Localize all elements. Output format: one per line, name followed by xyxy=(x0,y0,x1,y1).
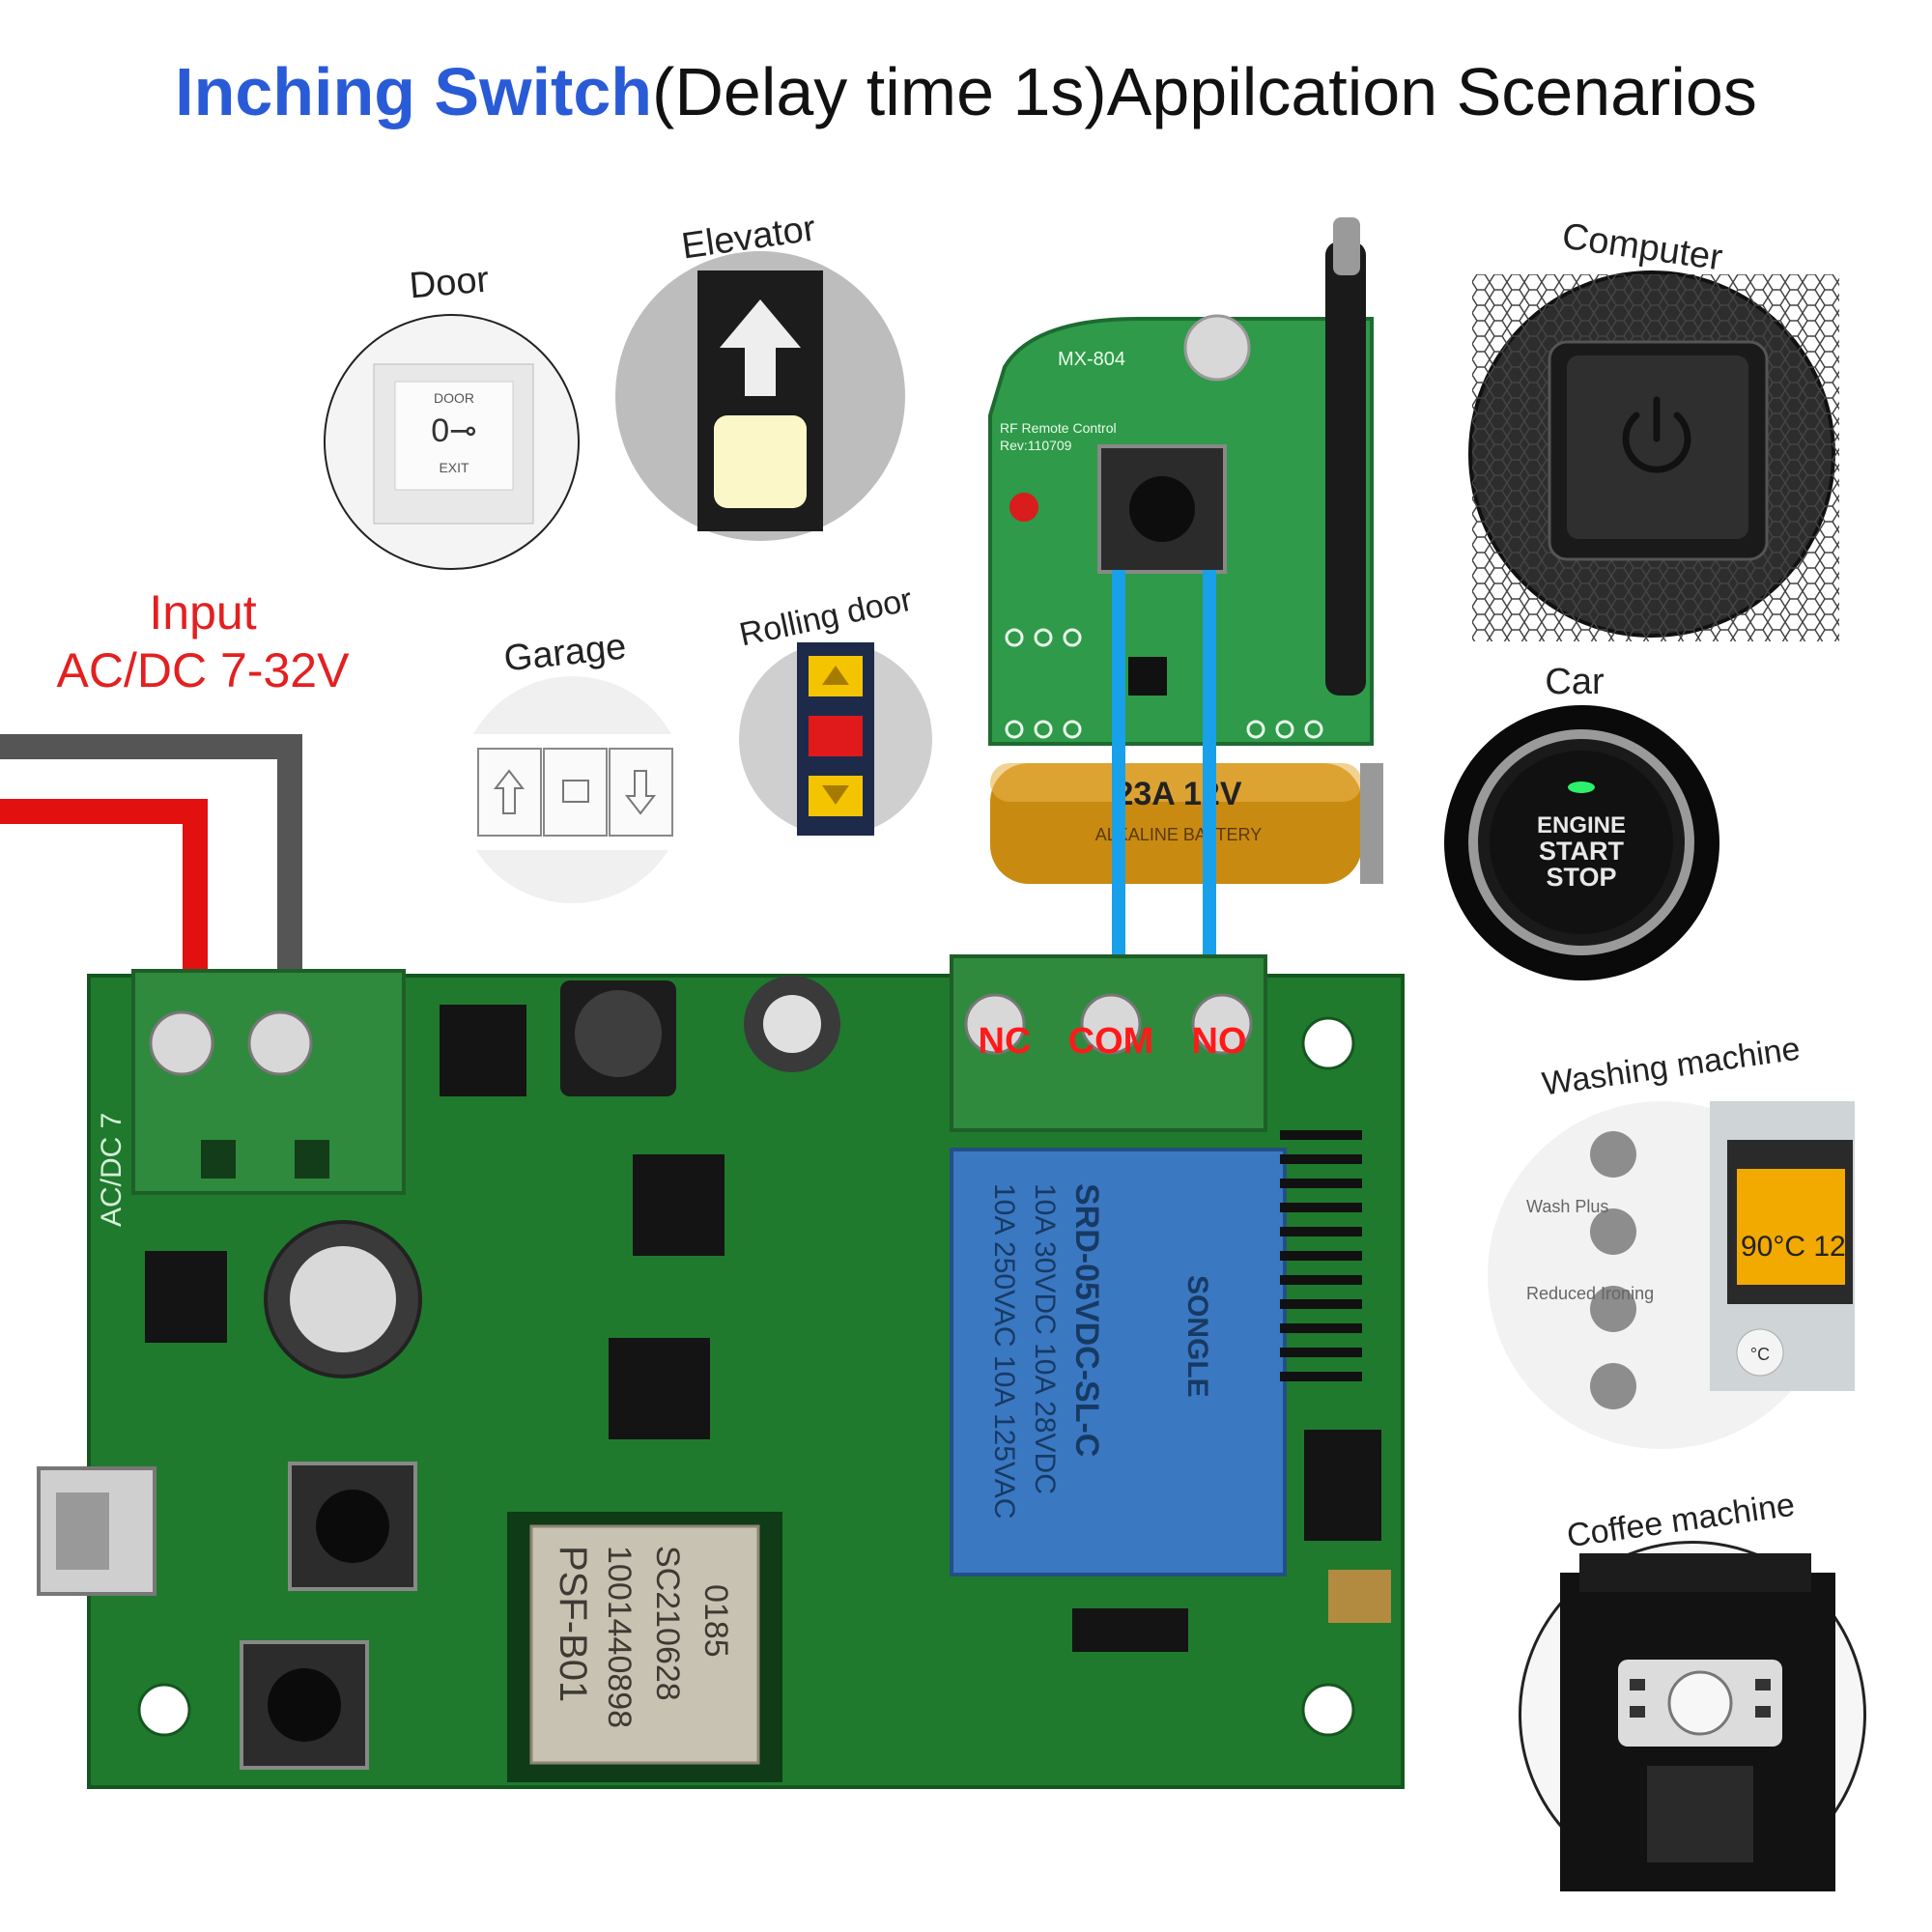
computer-power-button-image xyxy=(1472,274,1839,641)
terminal-nc: NC xyxy=(979,1021,1032,1062)
input-label-line2: AC/DC 7-32V xyxy=(56,643,350,697)
roll-up-icon xyxy=(822,666,849,685)
arrow-up-icon xyxy=(720,299,801,396)
remote-rev: Rev:110709 xyxy=(1000,438,1072,453)
washing-machine-scenario: Wash Plus Reduced Ironing 90°C 12 °C xyxy=(1488,1101,1855,1449)
battery-clip xyxy=(1360,763,1383,884)
relay-board: AC/DC 7 NC COM NO 10A 250VAC 10A 125VAC … xyxy=(37,954,1405,1789)
coffee-machine-scenario xyxy=(1519,1541,1866,1891)
remote-subtitle: RF Remote Control xyxy=(1000,420,1117,436)
ic-3 xyxy=(145,1251,227,1343)
door-sign-bottom: EXIT xyxy=(439,460,469,475)
red-led xyxy=(1009,493,1038,522)
rolling-door-scenario xyxy=(739,642,932,836)
temperature-knob-label: °C xyxy=(1750,1345,1770,1364)
reduced-ironing-option: Reduced Ironing xyxy=(1526,1284,1654,1303)
mount-hole-bottom-right xyxy=(1301,1683,1355,1737)
elevator-buttons-image xyxy=(697,270,823,531)
title-rest: (Delay time 1s)Appilcation Scenarios xyxy=(652,54,1757,129)
power-icon xyxy=(1622,396,1691,473)
car-button-line2: START xyxy=(1539,837,1624,866)
mount-hole-bottom-left xyxy=(137,1683,191,1737)
roll-down-icon xyxy=(822,785,849,805)
title-highlight: Inching Switch xyxy=(175,54,653,129)
elevator-scenario xyxy=(615,251,905,541)
car-label: Car xyxy=(1545,662,1605,702)
module-line-2: 1001440898 xyxy=(601,1546,638,1728)
module-line-1: PSF-B01 xyxy=(552,1546,594,1702)
car-button-line3: STOP xyxy=(1546,863,1616,892)
crystal xyxy=(1328,1570,1391,1623)
wire-gray xyxy=(0,734,302,976)
input-label-line1: Input xyxy=(149,585,257,639)
relay xyxy=(950,1148,1287,1577)
car-start-button-image: ENGINE START STOP xyxy=(1468,729,1694,955)
roll-stop-icon xyxy=(809,716,863,756)
rolling-door-remote-image xyxy=(797,642,874,836)
antenna xyxy=(1325,242,1366,696)
input-terminal-block xyxy=(131,969,406,1195)
voltage-regulator xyxy=(633,1154,724,1256)
battery-sublabel: ALKALINE BATTERY xyxy=(1095,825,1262,844)
computer-scenario xyxy=(1468,270,1839,641)
coffee-dial xyxy=(1667,1670,1733,1736)
battery-label: 23A 12V xyxy=(1115,776,1241,812)
module-line-4: 0185 xyxy=(697,1584,734,1658)
garage-stop-icon xyxy=(562,780,589,803)
coffee-machine-image xyxy=(1560,1553,1835,1891)
key-icon: 0⊸ xyxy=(431,412,476,449)
ic-4 xyxy=(1304,1430,1381,1541)
wash-plus-option: Wash Plus xyxy=(1526,1197,1608,1216)
relay-model: SRD-05VDC-SL-C xyxy=(1068,1183,1105,1457)
door-exit-button-image: DOOR 0⊸ EXIT xyxy=(373,363,534,525)
rf-remote-control: MX-804 RF Remote Control Rev:110709 23A … xyxy=(988,217,1383,884)
car-button-line1: ENGINE xyxy=(1537,812,1626,838)
garage-up-icon xyxy=(493,769,526,814)
input-marking: AC/DC 7 xyxy=(96,1113,128,1227)
terminal-com: COM xyxy=(1068,1021,1154,1062)
washing-machine-panel-image: Wash Plus Reduced Ironing 90°C 12 °C xyxy=(1526,1101,1855,1409)
door-scenario: DOOR 0⊸ EXIT xyxy=(324,314,580,570)
ic-2 xyxy=(609,1338,710,1439)
remote-model: MX-804 xyxy=(1058,349,1125,370)
wash-display-text: 90°C 12 xyxy=(1741,1231,1846,1263)
wash-display xyxy=(1737,1169,1845,1285)
ic-1 xyxy=(440,1005,526,1096)
car-scenario: ENGINE START STOP xyxy=(1444,705,1719,980)
antenna-coil xyxy=(1280,1130,1362,1381)
module-line-3: SC210628 xyxy=(649,1546,686,1701)
page-title: Inching Switch(Delay time 1s)Appilcation… xyxy=(0,53,1932,130)
door-sign-top: DOOR xyxy=(434,390,474,406)
wire-red xyxy=(0,799,208,976)
diode xyxy=(1072,1608,1188,1652)
relay-rating-2: 10A 30VDC 10A 28VDC xyxy=(1029,1183,1061,1494)
garage-scenario xyxy=(459,676,686,903)
relay-brand: SONGLE xyxy=(1181,1275,1213,1398)
terminal-no: NO xyxy=(1192,1021,1247,1062)
garage-down-icon xyxy=(624,770,657,815)
garage-switch-image xyxy=(459,734,686,850)
relay-rating-1: 10A 250VAC 10A 125VAC xyxy=(988,1183,1020,1519)
mount-hole-top-right xyxy=(1301,1016,1355,1070)
coin-component xyxy=(1183,314,1251,382)
status-led xyxy=(1568,781,1595,793)
